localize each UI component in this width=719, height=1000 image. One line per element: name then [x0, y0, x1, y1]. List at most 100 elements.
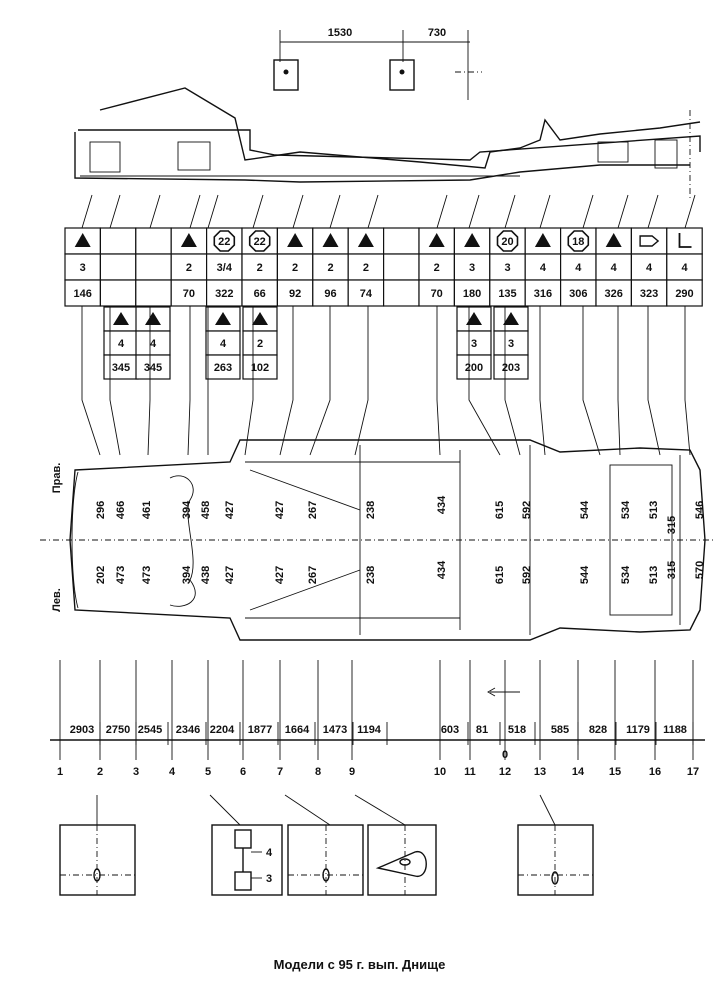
plan-dim-rear-5: 592: [521, 501, 533, 519]
table-mid-7: 2: [292, 262, 298, 274]
point-number-15: 15: [609, 766, 621, 778]
sub-column-1: 4 345: [103, 306, 139, 380]
sub-mid-1: 4: [118, 338, 125, 350]
plan-dim-rear-2: 434: [436, 560, 448, 579]
table-mid-4: 2: [186, 262, 192, 274]
plan-dim-upper-6: 427: [224, 501, 236, 519]
table-mid-12: 3: [469, 262, 475, 274]
detail-label-4: 4: [266, 847, 273, 859]
table-column-13: 20 3 135: [489, 227, 526, 307]
bottom-dim-15: 1179: [626, 724, 650, 736]
table-mid-11: 2: [434, 262, 440, 274]
plan-dim-rear-4: 615: [494, 566, 506, 584]
table-column-10: [383, 227, 420, 307]
plan-dim-lower-4: 394: [181, 565, 193, 584]
plan-dim-rear-1: 434: [436, 495, 448, 514]
table-bot-18: 290: [675, 288, 693, 300]
octagon-number-5: 22: [254, 236, 266, 248]
bottom-dim-5: 2204: [210, 724, 235, 736]
triangle-icon: [113, 312, 129, 325]
bottom-dim-11: 81: [476, 724, 488, 736]
triangle-icon: [287, 233, 304, 247]
sub-mid-3: 4: [220, 338, 227, 350]
point-number-4: 4: [169, 766, 176, 778]
triangle-icon: [322, 233, 339, 247]
plan-dim-lower-7: 427: [274, 566, 286, 584]
table-mid-8: 2: [327, 262, 333, 274]
bottom-dim-7: 1664: [285, 724, 310, 736]
dim-730: 730: [428, 27, 446, 39]
sub-bot-3: 263: [214, 362, 232, 374]
plan-dim-rear-3: 615: [494, 501, 506, 519]
sub-column-3: 4 263: [205, 306, 241, 380]
table-bot-5: 322: [215, 288, 233, 300]
sub-mid-2: 4: [150, 338, 157, 350]
side-profile: [74, 87, 701, 200]
sub-bot-2: 345: [144, 362, 162, 374]
point-number-7: 7: [277, 766, 283, 778]
point-number-8: 8: [315, 766, 321, 778]
point-number-17: 17: [687, 766, 699, 778]
triangle-icon: [145, 312, 161, 325]
table-bot-1: 146: [74, 288, 92, 300]
triangle-icon: [357, 233, 374, 247]
sub-mid-6: 3: [508, 338, 514, 350]
triangle-icon: [464, 233, 481, 247]
point-number-10: 10: [434, 766, 446, 778]
table-mid-15: 4: [575, 262, 582, 274]
table-bot-12: 180: [463, 288, 481, 300]
point-number-1: 1: [57, 766, 63, 778]
octagon-icon: [248, 230, 271, 252]
point-number-3: 3: [133, 766, 139, 778]
table-mid-18: 4: [681, 262, 688, 274]
table-column-7: 292: [276, 227, 314, 307]
plan-dim-lower-6: 427: [224, 566, 236, 584]
plan-dim-upper-5: 458: [200, 501, 212, 519]
table-bot-15: 306: [569, 288, 587, 300]
bottom-dim-8: 1473: [323, 724, 347, 736]
bottom-dim-2: 2750: [106, 724, 130, 736]
plan-dim-rear-8: 544: [579, 565, 591, 584]
table-bot-13: 135: [498, 288, 516, 300]
table-mid-9: 2: [363, 262, 369, 274]
table-mid-17: 4: [646, 262, 653, 274]
bottom-dim-9: 1194: [357, 724, 382, 736]
plug-icon: [639, 235, 660, 247]
plan-dim-upper-1: 296: [95, 501, 107, 519]
plan-dim-upper-2: 466: [115, 501, 127, 519]
bottom-dim-14: 828: [589, 724, 607, 736]
label-left-side: Лев.: [51, 588, 63, 612]
sub-bot-1: 345: [112, 362, 130, 374]
plan-dim-lower-1: 202: [95, 566, 107, 584]
plan-dim-lower-8: 267: [307, 566, 319, 584]
dim-1530: 1530: [328, 27, 352, 39]
plan-dim-upper-4: 394: [181, 500, 193, 519]
octagon-icon: [567, 230, 590, 252]
octagon-number-12: 20: [501, 236, 513, 248]
table-mid-13: 3: [504, 262, 510, 274]
bottom-dim-10: 603: [441, 724, 459, 736]
plan-dim-rear-7: 544: [579, 500, 591, 519]
octagon-icon: [496, 230, 519, 252]
plan-dim-upper-3: 461: [141, 501, 153, 519]
plan-dim-rear-12: 513: [648, 566, 660, 584]
triangle-icon: [252, 312, 268, 325]
spec-table-top: 3146270223/43222226629229627427031802031…: [64, 227, 703, 307]
plan-dim-upper-7: 427: [274, 501, 286, 519]
point-number-9: 9: [349, 766, 355, 778]
sub-column-2: 4 345: [135, 306, 171, 380]
table-column-12: 3 180: [453, 227, 491, 307]
table-mid-16: 4: [611, 262, 618, 274]
table-column-18: 4 290: [666, 227, 703, 307]
octagon-number-14: 18: [572, 236, 584, 248]
bottom-dim-16: 1188: [663, 724, 687, 736]
